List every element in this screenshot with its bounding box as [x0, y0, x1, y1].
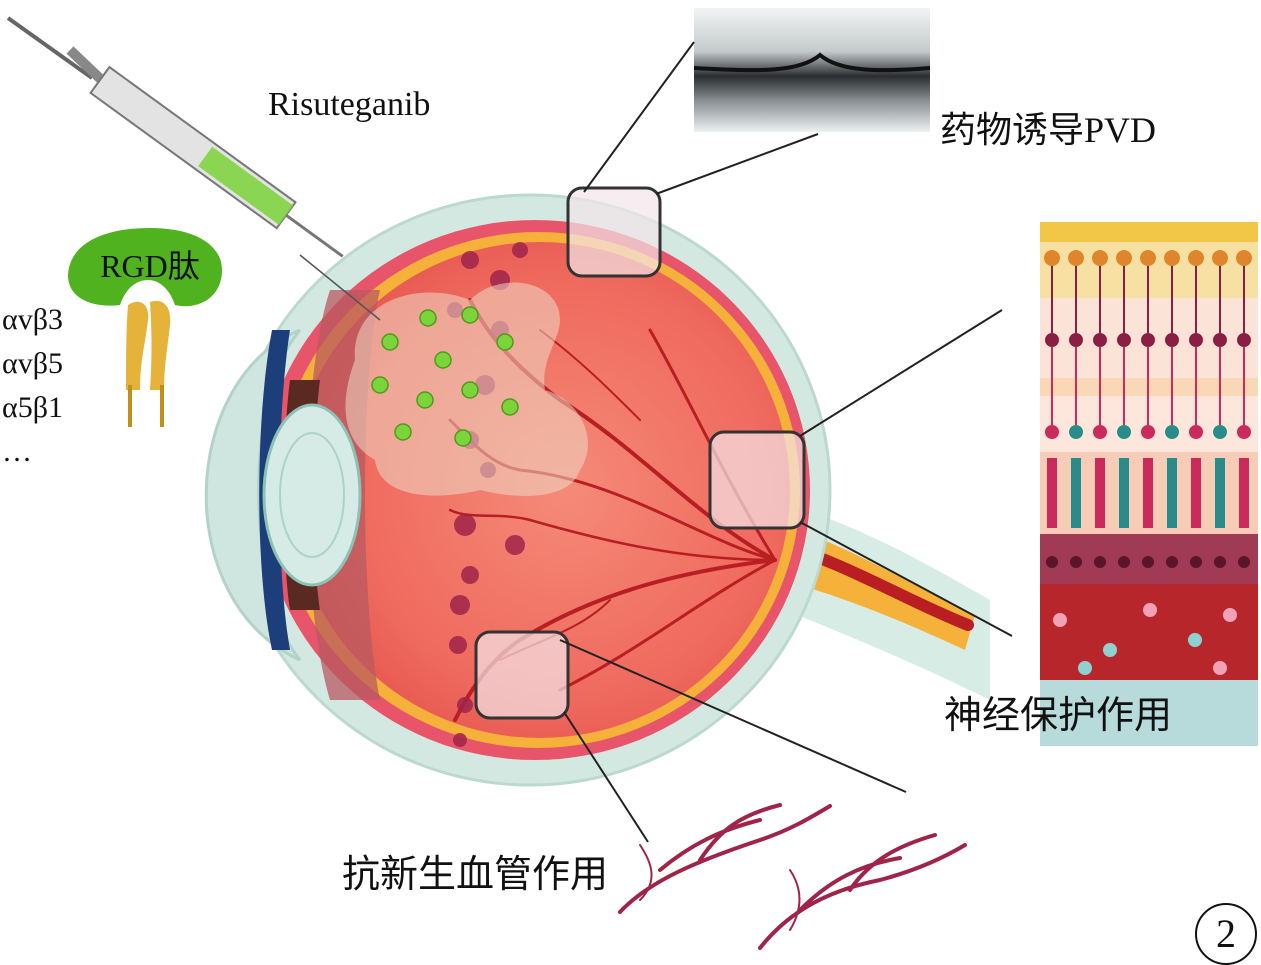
bipolar-cell	[1141, 333, 1155, 347]
photoreceptor-segment	[1143, 458, 1153, 528]
blood-cell	[1213, 661, 1227, 675]
bipolar-cell	[1237, 333, 1251, 347]
photoreceptor-segment	[1191, 458, 1201, 528]
rpe-nucleus	[1166, 556, 1178, 568]
rpe-nucleus	[1190, 556, 1202, 568]
ganglion-cell	[1236, 250, 1252, 266]
retina-cells	[1044, 250, 1252, 675]
rgd-peptide	[68, 228, 222, 307]
rpe-nucleus	[1118, 556, 1130, 568]
drug-dots	[371, 306, 519, 447]
blood-cell	[1053, 613, 1067, 627]
integrin-list: αvβ3 αvβ5 α5β1 …	[2, 298, 63, 474]
callout-lines	[559, 41, 1013, 843]
callout-boxes	[474, 186, 806, 720]
bipolar-cell	[1045, 333, 1059, 347]
blood-cell	[1078, 661, 1092, 675]
lens	[262, 403, 362, 587]
photoreceptor-segment	[1239, 458, 1249, 528]
bipolar-cell	[1165, 333, 1179, 347]
bipolar-cell	[1093, 333, 1107, 347]
integrin-item: α5β1	[2, 391, 63, 424]
photoreceptor-nucleus	[1045, 425, 1059, 439]
ganglion-cell	[1188, 250, 1204, 266]
photoreceptor-segment	[1047, 458, 1057, 528]
photoreceptor-nucleus	[1165, 425, 1179, 439]
blood-cell	[1103, 643, 1117, 657]
photoreceptor-segment	[1095, 458, 1105, 528]
ganglion-cell	[1068, 250, 1084, 266]
rpe-nucleus	[1142, 556, 1154, 568]
rpe-nucleus	[1070, 556, 1082, 568]
photoreceptor-segment	[1071, 458, 1081, 528]
syringe	[6, 16, 381, 321]
ganglion-cell	[1212, 250, 1228, 266]
ganglion-cell	[1092, 250, 1108, 266]
rpe-nucleus	[1238, 556, 1250, 568]
bipolar-cell	[1117, 333, 1131, 347]
antiangiogenic-callout-label: 抗新生血管作用	[342, 854, 609, 896]
photoreceptor-nucleus	[1213, 425, 1227, 439]
photoreceptor-segment	[1167, 458, 1177, 528]
photoreceptor-nucleus	[1141, 425, 1155, 439]
bipolar-cell	[1069, 333, 1083, 347]
rpe-nucleus	[1214, 556, 1226, 568]
ganglion-cell	[1116, 250, 1132, 266]
photoreceptor-nucleus	[1237, 425, 1251, 439]
ganglion-cell	[1140, 250, 1156, 266]
drug-name-label: Risuteganib	[268, 86, 431, 123]
bipolar-cell	[1189, 333, 1203, 347]
rpe-nucleus	[1094, 556, 1106, 568]
integrin-item: αvβ3	[2, 303, 63, 336]
figure-number: 2	[1195, 903, 1257, 965]
photoreceptor-segment	[1119, 458, 1129, 528]
photoreceptor-nucleus	[1189, 425, 1203, 439]
pvd-callout-label: 药物诱导PVD	[940, 110, 1157, 150]
oct-image	[693, 8, 931, 132]
rgd-peptide-label: RGD肽	[100, 248, 200, 284]
photoreceptor-nucleus	[1093, 425, 1107, 439]
rpe-nucleus	[1046, 556, 1058, 568]
integrin-item: …	[2, 435, 32, 468]
bipolar-cell	[1213, 333, 1227, 347]
blood-cell	[1223, 608, 1237, 622]
photoreceptor-nucleus	[1069, 425, 1083, 439]
ganglion-cell	[1044, 250, 1060, 266]
photoreceptor-nucleus	[1117, 425, 1131, 439]
neuroprotection-callout-label: 神经保护作用	[944, 695, 1173, 737]
blood-cell	[1143, 603, 1157, 617]
ganglion-cell	[1164, 250, 1180, 266]
photoreceptor-segment	[1215, 458, 1225, 528]
blood-cell	[1188, 633, 1202, 647]
integrin-receptor	[126, 300, 171, 427]
neovascular-branches	[618, 803, 967, 950]
integrin-item: αvβ5	[2, 347, 63, 380]
